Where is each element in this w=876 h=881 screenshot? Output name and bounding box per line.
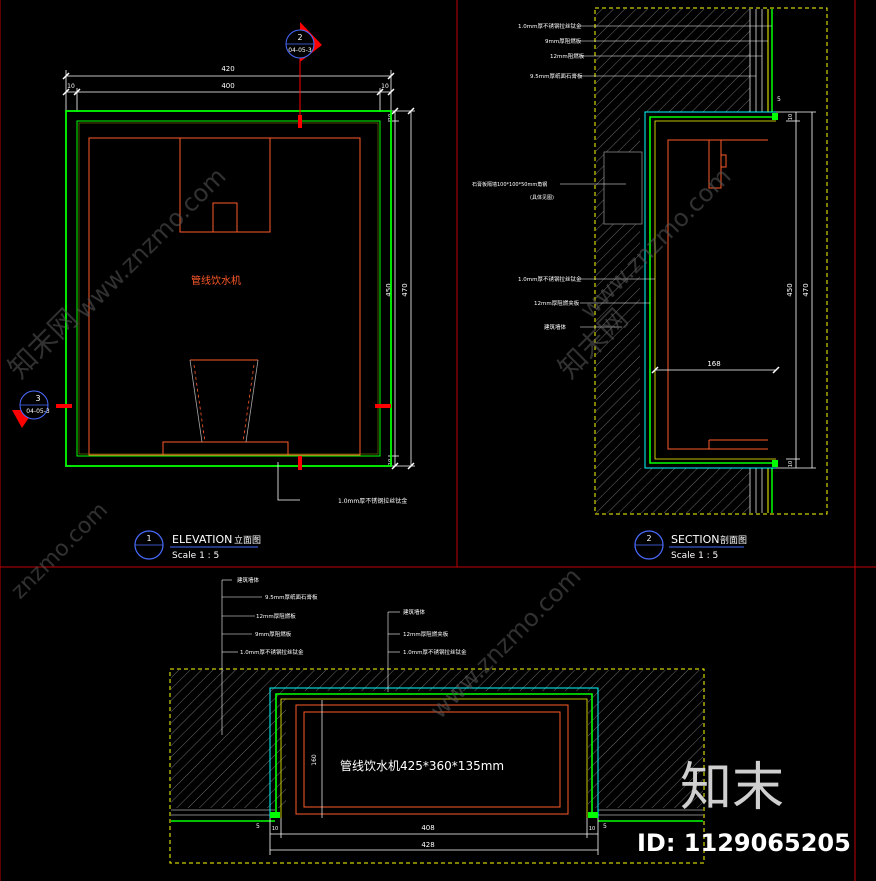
plan-note-left-3: 12mm厚阻燃板 bbox=[256, 612, 296, 620]
brand-logo: 知末 bbox=[680, 758, 784, 818]
section-title-cn: 剖面图 bbox=[720, 534, 747, 546]
plan-dim-left: 10 bbox=[272, 826, 278, 832]
device-label: 管线饮水机 bbox=[191, 274, 241, 287]
plan-dim-right: 10 bbox=[589, 826, 595, 832]
watermark-5: 知末网 bbox=[2, 302, 85, 385]
section-markers bbox=[56, 115, 391, 470]
niche-outer-frame bbox=[65, 110, 392, 467]
elevation-scale: Scale 1 : 5 bbox=[172, 551, 219, 561]
section-note-top-4: 9.5mm厚纸面石膏板 bbox=[530, 72, 583, 80]
plan-niche bbox=[269, 687, 599, 818]
wall-hatch bbox=[596, 9, 750, 513]
niche-inner-frame bbox=[76, 120, 381, 457]
section-dim-h-outer: 470 bbox=[802, 283, 810, 296]
dim-left: 10 bbox=[67, 83, 75, 90]
section-badge: 2 bbox=[646, 534, 651, 543]
section-note-mid2: (具体见图) bbox=[530, 194, 554, 201]
dim-overall: 420 bbox=[221, 65, 234, 73]
section-dim-h-inner: 450 bbox=[786, 283, 794, 296]
plan-dim-inner: 408 bbox=[421, 824, 434, 832]
section-scale: Scale 1 : 5 bbox=[671, 551, 718, 561]
section-dim-5: 5 bbox=[777, 96, 781, 103]
dim-height-outer: 470 bbox=[401, 283, 409, 296]
section-note-top-2: 9mm厚阻燃板 bbox=[545, 37, 582, 45]
callout-top-number: 2 bbox=[297, 33, 302, 42]
brand-id: ID: 1129065205 bbox=[637, 829, 851, 857]
brand-block: 知末 ID: 1129065205 bbox=[637, 758, 851, 857]
plan-note-left-5: 1.0mm厚不锈钢拉丝钛金 bbox=[240, 648, 304, 656]
section-dim-width: 168 bbox=[707, 360, 720, 368]
plan-note-right-2: 12mm厚阻燃夹板 bbox=[403, 630, 449, 638]
plan-device bbox=[295, 704, 569, 815]
callout-left-ref: 04-05-3 bbox=[26, 408, 50, 415]
watermark-1: www.znzmo.com bbox=[69, 162, 231, 324]
elevation-title-block: 1 ELEVATION 立面图 Scale 1 : 5 bbox=[134, 530, 261, 561]
elevation-view: 420 400 10 10 450 470 10 10 管线饮水机 bbox=[12, 22, 415, 561]
elevation-badge: 1 bbox=[146, 534, 151, 543]
plan-note-left-1: 建筑墙体 bbox=[237, 576, 260, 584]
section-title: SECTION bbox=[671, 533, 719, 546]
plan-wall-hatch bbox=[171, 670, 703, 808]
plan-dim-5a: 5 bbox=[256, 823, 260, 830]
section-device bbox=[667, 139, 768, 450]
plan-dim-depth: 160 bbox=[311, 754, 318, 766]
plan-device-label: 管线饮水机425*360*135mm bbox=[340, 758, 504, 773]
plan-view: 管线饮水机425*360*135mm 160 408 428 10 10 5 5 bbox=[169, 576, 705, 864]
plan-note-right-3: 1.0mm厚不锈钢拉丝钛金 bbox=[403, 648, 467, 656]
plan-note-left-2: 9.5mm厚纸面石膏板 bbox=[265, 593, 318, 601]
section-title-block: 2 SECTION 剖面图 Scale 1 : 5 bbox=[634, 530, 747, 561]
callout-top-ref: 04-05-3 bbox=[288, 47, 312, 54]
plan-dim-5b: 5 bbox=[603, 823, 607, 830]
dim-inner: 400 bbox=[221, 82, 234, 90]
plan-note-right-1: 建筑墙体 bbox=[403, 608, 426, 616]
callout-left-number: 3 bbox=[35, 394, 40, 403]
section-note-top-1: 1.0mm厚不锈钢拉丝钛金 bbox=[518, 22, 582, 30]
plan-note-left-4: 9mm厚阻燃板 bbox=[255, 630, 292, 638]
section-callout-left: 3 04-05-3 bbox=[12, 390, 50, 428]
cup-outline bbox=[189, 359, 259, 443]
section-view: 168 450 470 10 10 5 1.0mm厚不锈钢拉丝钛金 9mm厚阻燃… bbox=[472, 7, 828, 561]
section-note-low-2: 12mm厚阻燃夹板 bbox=[534, 299, 580, 307]
section-note-mid: 石膏板隔墙100*100*50mm角钢 bbox=[472, 181, 547, 188]
section-dim-top: 10 bbox=[788, 114, 794, 120]
dim-right: 10 bbox=[381, 83, 389, 90]
section-note-low-3: 建筑墙体 bbox=[544, 323, 567, 331]
section-callout-top: 2 04-05-3 bbox=[285, 22, 322, 62]
water-dispenser-outline bbox=[88, 137, 361, 456]
note-bottom: 1.0mm厚不锈钢拉丝钛金 bbox=[338, 497, 407, 505]
section-niche bbox=[644, 111, 778, 469]
plan-dim-overall: 428 bbox=[421, 841, 434, 849]
section-dim-bottom: 10 bbox=[788, 461, 794, 467]
watermark-4: www.znzmo.com bbox=[424, 562, 586, 724]
section-note-low-1: 1.0mm厚不锈钢拉丝钛金 bbox=[518, 275, 582, 283]
elevation-title-cn: 立面图 bbox=[234, 534, 261, 546]
section-note-top-3: 12mm阻燃板 bbox=[550, 52, 585, 60]
elevation-title: ELEVATION bbox=[172, 533, 232, 546]
watermark-3: znzmo.com bbox=[7, 498, 113, 604]
dim-height-inner: 450 bbox=[385, 283, 393, 296]
